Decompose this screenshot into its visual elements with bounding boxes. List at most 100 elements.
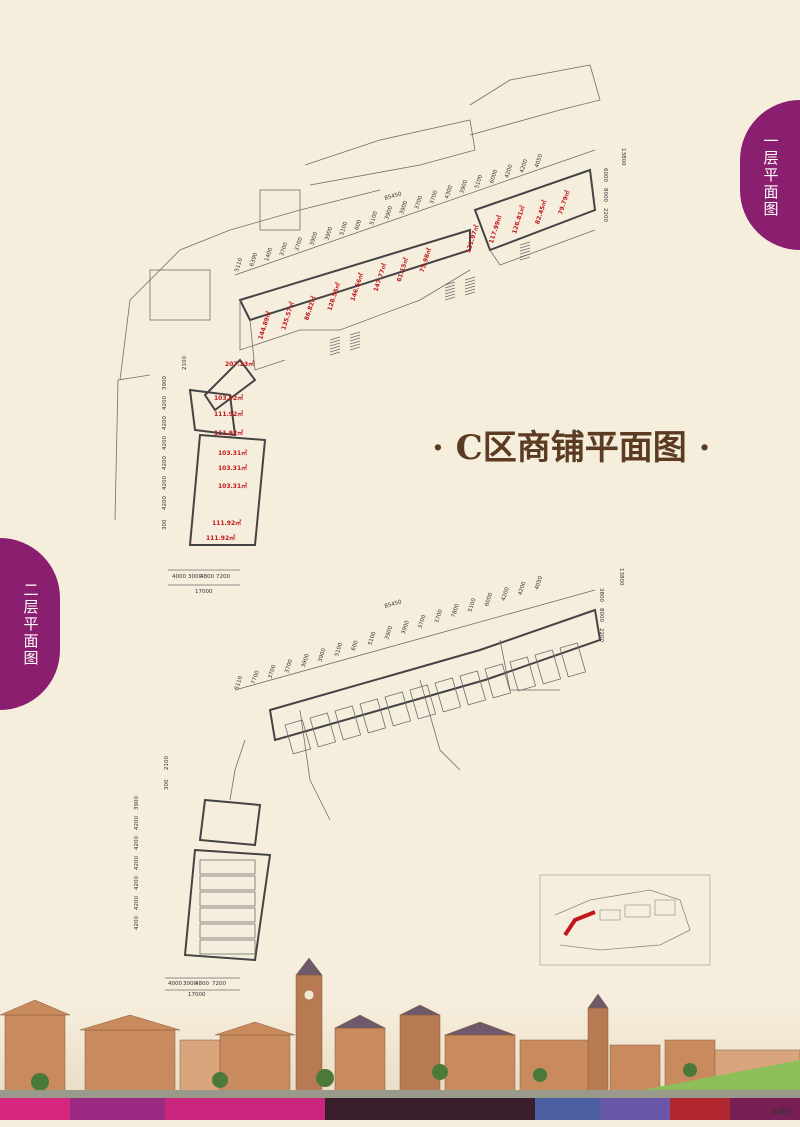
dimension-label: 300 <box>162 519 168 530</box>
page-title: · C区商铺平面图 · <box>432 428 711 468</box>
dimension-label: 85450 <box>384 599 403 610</box>
dimension-label: 3900 <box>459 179 469 195</box>
dimension-label: 3700 <box>268 664 278 680</box>
dimension-label: 4050 <box>534 153 544 169</box>
dimension-label: 4200 <box>504 163 514 179</box>
dimension-label: 6390 <box>249 252 259 268</box>
dimension-label: 4200 <box>162 396 168 410</box>
site-outline <box>114 64 601 521</box>
dimension-label: 3900 <box>134 796 140 810</box>
dimension-label: 5100 <box>334 642 344 658</box>
dimension-label: 17000 <box>195 589 213 595</box>
color-bar <box>0 1098 800 1120</box>
unit-area-label: 103.31㎡ <box>218 449 247 457</box>
dimension-label: 5100 <box>339 221 349 237</box>
dimension-label: 3900 <box>162 376 168 390</box>
dimension-label: 4200 <box>134 916 140 930</box>
dimension-label: 2100 <box>164 756 170 770</box>
dimension-label: 4200 <box>162 476 168 490</box>
dimension-label: 85450 <box>384 191 403 202</box>
shop-unit <box>199 923 256 939</box>
dimension-label: 5100 <box>368 631 378 647</box>
dimension-label: 4200 <box>134 836 140 850</box>
dimension-label: 600 <box>354 219 363 231</box>
first-floor-label: 一层平面图 <box>761 132 780 218</box>
shop-unit <box>334 705 362 741</box>
stair-cores <box>329 241 531 356</box>
unit-area-label: 111.92㎡ <box>214 410 243 418</box>
building-outline <box>188 168 597 546</box>
dimension-label: 3700 <box>284 658 294 674</box>
dimension-label: 3000 <box>188 574 202 580</box>
shop-unit <box>199 939 256 955</box>
shop-unit <box>384 691 412 727</box>
dimension-label: 7700 <box>251 669 261 685</box>
location-highlight <box>563 910 596 937</box>
dimension-label: 4050 <box>534 575 544 591</box>
shop-unit <box>509 656 537 692</box>
shop-unit <box>359 698 387 734</box>
dimension-label: 4200 <box>501 586 511 602</box>
dimension-label: 4200 <box>162 456 168 470</box>
dimension-label: 2100 <box>182 356 188 370</box>
dimension-label: 5100 <box>474 174 484 190</box>
shop-unit <box>309 712 337 748</box>
shop-unit <box>199 875 256 891</box>
dimension-label: 3900 <box>309 231 319 247</box>
second-floor-label: 二层平面图 <box>21 581 40 667</box>
dimension-label: 3800 <box>598 588 604 602</box>
dimension-label: 4200 <box>134 856 140 870</box>
unit-area-label: 103.92㎡ <box>214 394 243 402</box>
dimension-label: 3700 <box>279 241 289 257</box>
shop-unit <box>199 859 256 875</box>
unit-area-label: 111.92㎡ <box>212 519 241 527</box>
dimension-label: 3700 <box>434 608 444 624</box>
dimension-label: 3900 <box>384 205 394 221</box>
dimension-label: 4200 <box>134 876 140 890</box>
dimension-label: 3900 <box>318 647 328 663</box>
unit-area-label: 103.31㎡ <box>218 482 247 490</box>
dimension-label: 3900 <box>301 653 311 669</box>
dimension-label: 7800 <box>451 603 461 619</box>
dimension-label: 4200 <box>518 581 528 597</box>
dimension-label: 5100 <box>468 597 478 613</box>
shop-unit <box>434 677 462 713</box>
shop-unit <box>199 891 256 907</box>
dimension-label: 3900 <box>401 619 411 635</box>
shop-unit <box>484 663 512 699</box>
dimension-label: 2200 <box>598 628 604 642</box>
dimension-label: 6000 <box>489 169 499 185</box>
dimension-label: 4200 <box>162 496 168 510</box>
dimension-label: 3700 <box>429 189 439 205</box>
dimension-label: 6000 <box>484 592 494 608</box>
dimension-label: 5110 <box>234 675 244 691</box>
second-floor-units <box>199 642 587 955</box>
unit-area-label: 111.92㎡ <box>206 534 235 542</box>
unit-area-label: 111.92㎡ <box>214 429 243 437</box>
dimension-label: 5110 <box>234 257 244 273</box>
dimension-label: 5100 <box>369 210 379 226</box>
second-floor-tab: 二层平面图 <box>0 538 60 710</box>
dimension-label: 8000 <box>598 608 604 622</box>
dimension-label: 3900 <box>324 226 334 242</box>
dimension-label: 3700 <box>294 236 304 252</box>
location-map-frame <box>539 874 711 966</box>
dimension-label: 1400 <box>264 247 274 263</box>
shop-unit <box>409 684 437 720</box>
dimension-label: 4200 <box>134 896 140 910</box>
dimension-label: 8000 <box>602 188 608 202</box>
dimension-label: 4200 <box>134 816 140 830</box>
shop-unit <box>199 907 256 923</box>
dimension-label: 13800 <box>620 148 626 166</box>
first-floor-dimensions: 85450 5110 6390 1400 3700 3700 3900 3900 5100 600… <box>162 148 626 595</box>
unit-area-label: 103.31㎡ <box>218 464 247 472</box>
dimension-label: 4200 <box>162 416 168 430</box>
dimension-label: 13800 <box>618 568 624 586</box>
shop-unit <box>459 670 487 706</box>
dimension-label: 4000 <box>168 981 182 987</box>
